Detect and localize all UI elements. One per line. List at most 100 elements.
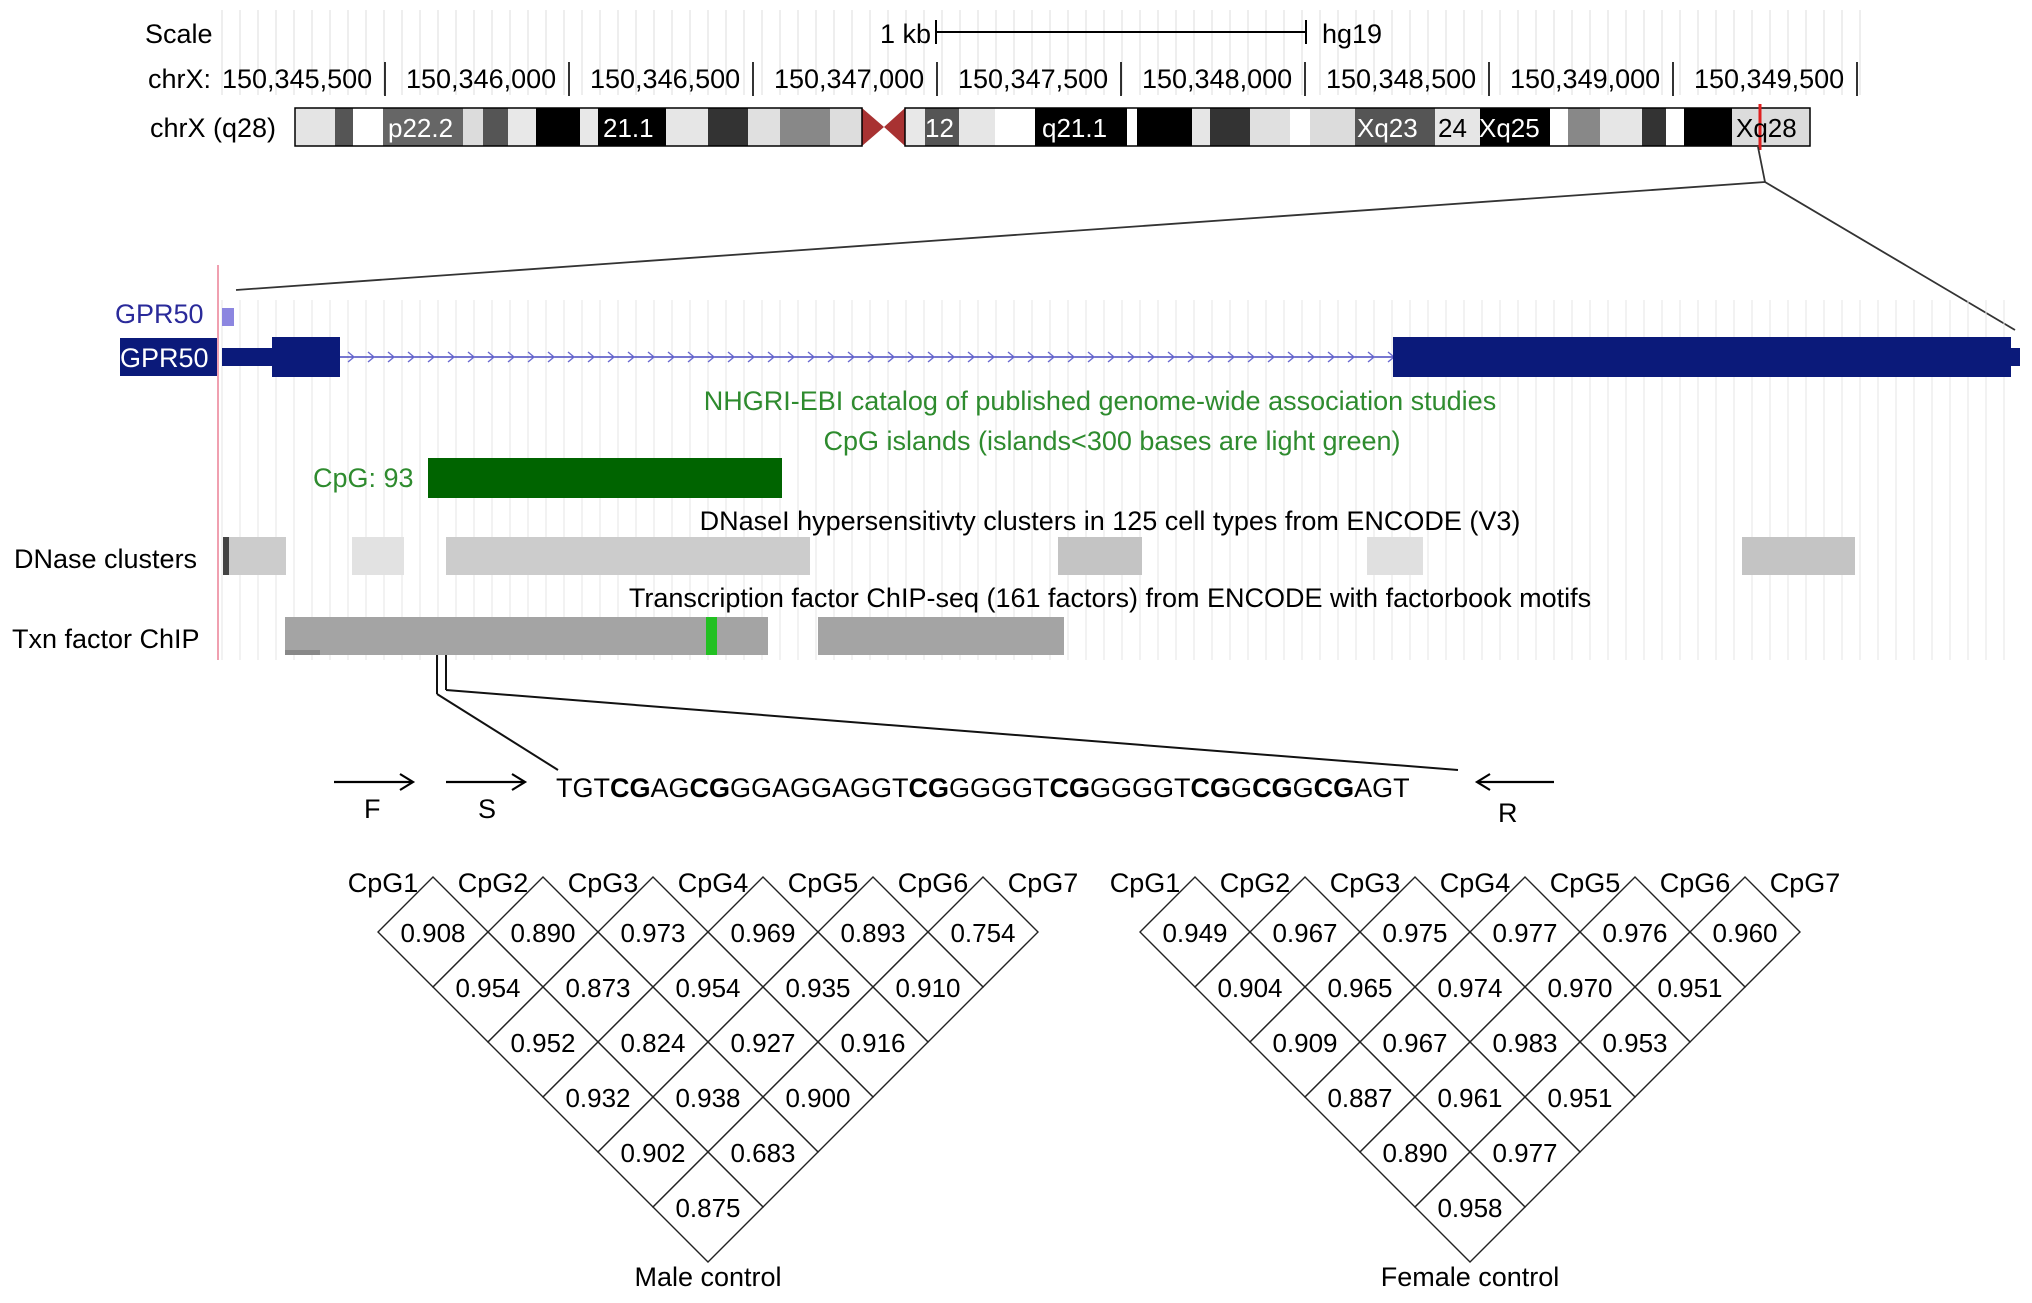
band-label: Xq25 bbox=[1479, 113, 1540, 143]
txn-track-label: Txn factor ChIP bbox=[12, 624, 200, 654]
chevron-right-icon bbox=[567, 351, 576, 363]
correlation-value: 0.976 bbox=[1602, 918, 1667, 948]
chevron-right-icon bbox=[1327, 351, 1336, 363]
matrix-title: Male control bbox=[634, 1262, 781, 1292]
cpg-site-label: CpG7 bbox=[1770, 868, 1841, 898]
chevron-right-icon bbox=[1067, 351, 1076, 363]
primer-s-arrowhead bbox=[511, 773, 528, 791]
cpg-island bbox=[428, 458, 782, 498]
chevron-right-icon bbox=[1307, 351, 1316, 363]
matrix-title: Female control bbox=[1381, 1262, 1560, 1292]
sequence-segment: GGGGT bbox=[949, 773, 1050, 803]
centromere-left bbox=[862, 108, 884, 146]
dnase-cluster bbox=[446, 537, 810, 575]
chevron-right-icon bbox=[867, 351, 876, 363]
chevron-right-icon bbox=[347, 351, 356, 363]
correlation-value: 0.890 bbox=[510, 918, 575, 948]
chevron-right-icon bbox=[887, 351, 896, 363]
zoom-line bbox=[436, 693, 559, 771]
chevron-right-icon bbox=[507, 351, 516, 363]
chevron-right-icon bbox=[767, 351, 776, 363]
correlation-value: 0.967 bbox=[1272, 918, 1337, 948]
correlation-value: 0.960 bbox=[1712, 918, 1777, 948]
sequence-segment: GGAGGAGGT bbox=[730, 773, 909, 803]
gene-utr bbox=[222, 348, 274, 366]
chevron-right-icon bbox=[647, 351, 656, 363]
cpg-site-bold: CG bbox=[1050, 773, 1091, 803]
cpg-site-bold: CG bbox=[1191, 773, 1232, 803]
chevron-right-icon bbox=[947, 351, 956, 363]
cpg-site-bold: CG bbox=[1314, 773, 1355, 803]
dnase-track-label: DNase clusters bbox=[14, 544, 197, 574]
scale-label: Scale bbox=[145, 19, 213, 49]
gene-exon-1 bbox=[272, 337, 340, 377]
chevron-right-icon bbox=[547, 351, 556, 363]
correlation-value: 0.951 bbox=[1657, 973, 1722, 1003]
chevron-right-icon bbox=[1047, 351, 1056, 363]
band-label: q21.1 bbox=[1042, 113, 1107, 143]
position-label: 150,347,000 bbox=[774, 64, 924, 94]
chevron-right-icon bbox=[847, 351, 856, 363]
correlation-value: 0.910 bbox=[895, 973, 960, 1003]
correlation-value: 0.953 bbox=[1602, 1028, 1667, 1058]
correlation-value: 0.935 bbox=[785, 973, 850, 1003]
chevron-right-icon bbox=[667, 351, 676, 363]
correlation-value: 0.973 bbox=[620, 918, 685, 948]
chevron-right-icon bbox=[907, 351, 916, 363]
gene-utr-3 bbox=[2008, 348, 2020, 366]
chromosome-ideogram: p22.2 21.1 12 q21.1 Xq23 24 Xq25 Xq28 bbox=[294, 104, 1811, 150]
correlation-value: 0.938 bbox=[675, 1083, 740, 1113]
primer-f-arrowhead bbox=[399, 773, 416, 791]
scale-value: 1 kb bbox=[880, 19, 931, 49]
correlation-value: 0.965 bbox=[1327, 973, 1392, 1003]
tf-cluster-base bbox=[285, 650, 320, 655]
cpg-site-bold: CG bbox=[909, 773, 950, 803]
chevron-right-icon bbox=[367, 351, 376, 363]
chevron-right-icon bbox=[707, 351, 716, 363]
correlation-value: 0.952 bbox=[510, 1028, 575, 1058]
cpg-site-bold: CG bbox=[610, 773, 651, 803]
chevron-right-icon bbox=[1207, 351, 1216, 363]
correlation-value: 0.824 bbox=[620, 1028, 685, 1058]
dnase-track-title: DNaseI hypersensitivty clusters in 125 c… bbox=[700, 506, 1521, 536]
sequence-panel: F S TGTCGAGCGGGAGGAGGTCGGGGGTCGGGGGTCGGC… bbox=[334, 773, 1554, 828]
correlation-value: 0.887 bbox=[1327, 1083, 1392, 1113]
correlation-value: 0.977 bbox=[1492, 918, 1557, 948]
position-label: 150,346,000 bbox=[406, 64, 556, 94]
gene-small-feature bbox=[222, 308, 234, 326]
sequence-segment: GGGGT bbox=[1090, 773, 1191, 803]
cpg-site-label: CpG5 bbox=[788, 868, 859, 898]
intron-direction-arrows bbox=[347, 351, 1396, 363]
band-label: 21.1 bbox=[603, 113, 654, 143]
correlation-value: 0.754 bbox=[950, 918, 1015, 948]
tracks: GPR50 GPR50 NHGRI-EBI catalog of publish… bbox=[12, 265, 2020, 660]
browser-grid bbox=[221, 10, 1861, 95]
position-label: 150,347,500 bbox=[958, 64, 1108, 94]
chevron-right-icon bbox=[687, 351, 696, 363]
cpg-site-label: CpG6 bbox=[898, 868, 969, 898]
dnase-cluster bbox=[223, 537, 229, 575]
chevron-right-icon bbox=[1367, 351, 1376, 363]
correlation-value: 0.954 bbox=[455, 973, 520, 1003]
cpg-site-label: CpG3 bbox=[568, 868, 639, 898]
cpg-island-label: CpG: 93 bbox=[313, 463, 414, 493]
band-label: Xq23 bbox=[1357, 113, 1418, 143]
chevron-right-icon bbox=[1267, 351, 1276, 363]
chevron-right-icon bbox=[967, 351, 976, 363]
chevron-right-icon bbox=[1147, 351, 1156, 363]
position-label: 150,349,500 bbox=[1694, 64, 1844, 94]
dnase-cluster bbox=[1367, 537, 1423, 575]
matrix-cell bbox=[1414, 1151, 1526, 1263]
chevron-right-icon bbox=[587, 351, 596, 363]
chevron-right-icon bbox=[1347, 351, 1356, 363]
position-label: 150,348,000 bbox=[1142, 64, 1292, 94]
assembly-label: hg19 bbox=[1322, 19, 1382, 49]
cpg-site-label: CpG2 bbox=[1220, 868, 1291, 898]
correlation-value: 0.873 bbox=[565, 973, 630, 1003]
correlation-value: 0.908 bbox=[400, 918, 465, 948]
cpg-site-label: CpG2 bbox=[458, 868, 529, 898]
